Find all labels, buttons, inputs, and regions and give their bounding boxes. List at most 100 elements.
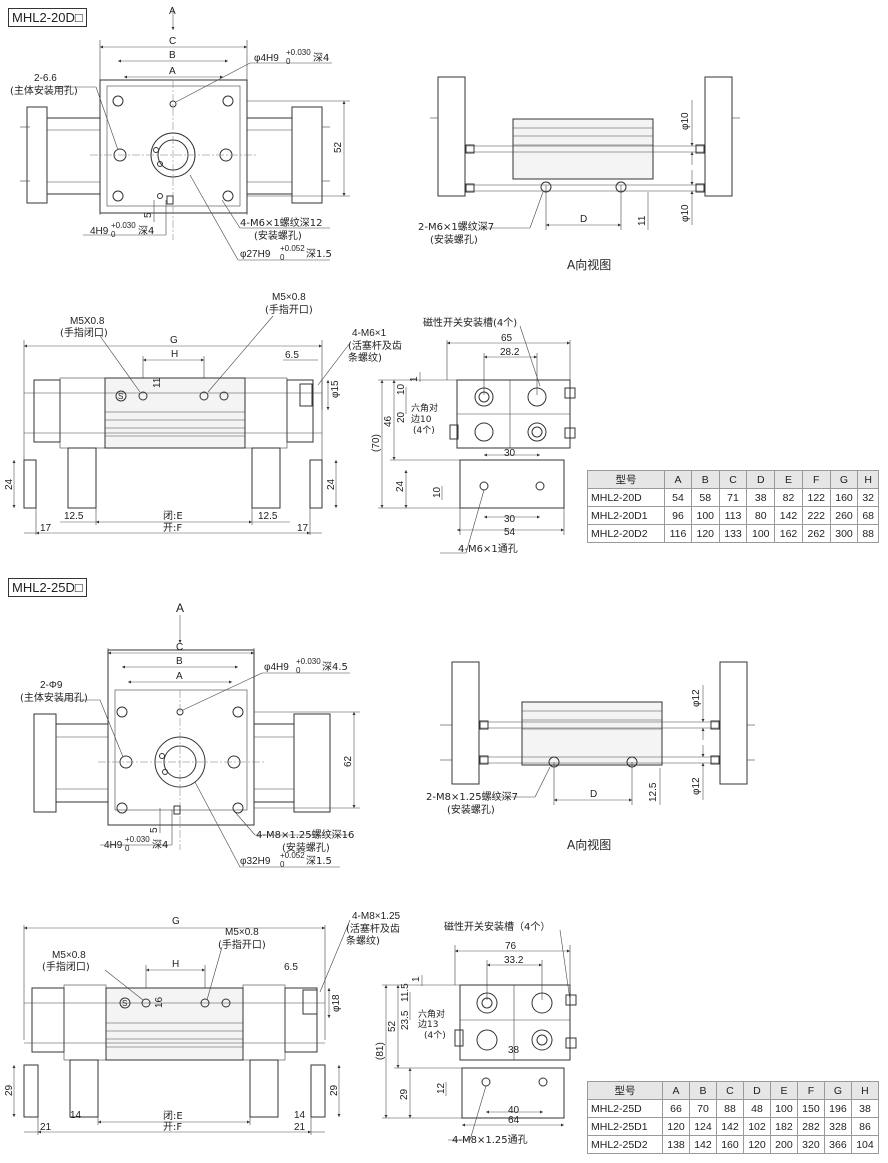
pin-top-label: φ4H9 [254,53,279,64]
dim-24-end: 24 [395,480,406,492]
col-h: H [850,1081,880,1100]
dim-12-end: 12 [436,1082,447,1094]
table-cell: 222 [801,506,831,525]
dim-52: 52 [333,141,344,153]
rod-thread-note1: (活塞杆及齿 [348,339,402,352]
table-cell: 260 [829,506,859,525]
front-view-20d: S [12,315,351,535]
side-view-20d [430,76,740,230]
dim-h-label: H [171,349,178,360]
table-row: MHL2-25D2 138 142 160 120 200 320 366 10… [586,1135,880,1154]
pin-bottom-tol0-2: 0 [125,844,130,853]
dim-29-right: 29 [329,1084,340,1096]
table-cell: 104 [850,1135,880,1154]
table-cell: 200 [769,1135,798,1154]
dim-e-label: 闭:E [163,509,183,522]
table-cell: 142 [774,506,803,525]
table-cell: 100 [746,524,776,543]
table-cell: 82 [774,488,803,507]
table-cell: 282 [796,1117,825,1136]
thread-note: (安装螺孔) [254,229,302,242]
table-cell: MHL2-20D [586,488,666,507]
table-cell: 196 [823,1099,852,1118]
switch-slot-label-2: 磁性开关安装槽（4个） [444,920,550,933]
dim-16-front: 16 [154,996,165,1008]
col-f: F [796,1081,825,1100]
table-cell: 120 [742,1135,771,1154]
bore-tol-2: +0.052 [280,851,305,860]
dim-23-5: 23.5 [400,1010,411,1030]
col-g: G [829,470,859,489]
spec-table-20d: 型号 A B C D E F G H MHL2-20D 54 58 71 38 … [586,470,879,543]
phi-bottom-label: φ10 [680,204,691,222]
dim-c-label: C [169,36,176,47]
table-cell: MHL2-20D1 [586,506,666,525]
bore-tol: +0.052 [280,244,305,253]
svg-text:S: S [118,392,123,401]
port-open-note: (手指开口) [265,303,313,316]
hex-label-2a: 六角对 [418,1008,445,1020]
port-open-label: M5×0.8 [272,292,306,303]
table-cell: 160 [829,488,859,507]
col-d: D [746,470,776,489]
table-cell: 68 [857,506,879,525]
view-caption: A向视图 [567,257,611,272]
table-cell: 120 [690,524,720,543]
pin-bottom-tol: +0.030 [111,221,136,230]
port-open-note-2: (手指开口) [218,938,266,951]
mount-holes-note: (主体安装用孔) [10,84,78,97]
bore-tol0: 0 [280,253,285,262]
dim-c-label-2: C [176,642,183,653]
svg-text:S: S [122,999,127,1008]
table-cell: 100 [690,506,720,525]
col-h: H [857,470,879,489]
rod-thread-label: 4-M6×1 [352,328,387,339]
dim-24-right: 24 [326,478,337,490]
table-cell: 320 [796,1135,825,1154]
table-cell: 58 [690,488,720,507]
dim-70: (70) [371,434,382,452]
table-cell: 366 [823,1135,852,1154]
dim-6-5: 6.5 [285,350,299,361]
phi-top-label: φ10 [680,112,691,130]
table-cell: 66 [662,1099,690,1118]
dim-g-label: G [170,335,178,346]
table-cell: 102 [742,1117,771,1136]
front-view-25d: S [12,919,351,1135]
table-cell: MHL2-25D [586,1099,664,1118]
spec-table-25d: 型号 A B C D E F G H MHL2-25D 66 70 88 48 … [586,1081,880,1154]
top-view-20d [20,8,350,261]
section-title-20d: MHL2-20D□ [8,8,87,27]
table-cell: 160 [715,1135,744,1154]
table-cell: 38 [850,1099,880,1118]
port-open-label-2: M5×0.8 [225,927,259,938]
table-row: MHL2-20D 54 58 71 38 82 122 160 32 [586,488,879,507]
pin-bottom-tol0: 0 [111,230,116,239]
dim-f-label-2: 开:F [163,1122,182,1133]
table-cell: 71 [718,488,748,507]
side-thread-note: (安装螺孔) [430,233,478,246]
dim-14-right: 14 [294,1110,306,1121]
mount-holes-note-2: (主体安装用孔) [20,691,88,704]
pin-top-depth: 深4 [313,52,329,64]
side-thread-label: 2-M6×1螺纹深7 [418,220,494,233]
table-header-row: 型号 A B C D E F G H [586,1081,880,1100]
pin-top-tol: +0.030 [286,48,311,57]
dim-33-2: 33.2 [504,955,524,966]
hex-label-2b: 边13 [418,1019,438,1030]
dim-65: 65 [501,333,513,344]
dim-12-5-right: 12.5 [258,511,278,522]
side-thread-note-2: (安装螺孔) [447,803,495,816]
table-cell: 88 [857,524,879,543]
section-title-25d: MHL2-25D□ [8,578,87,597]
rod-thread-note2: 条螺纹) [348,351,382,364]
dim-b-label-2: B [176,656,183,667]
col-e: E [774,470,803,489]
col-e: E [769,1081,798,1100]
mount-holes-label: 2-6.6 [34,73,57,84]
port-close-label: M5X0.8 [70,316,105,327]
dim-14-left: 14 [70,1110,82,1121]
view-arrow-label: A [169,6,176,17]
bore-tol0-2: 0 [280,860,285,869]
